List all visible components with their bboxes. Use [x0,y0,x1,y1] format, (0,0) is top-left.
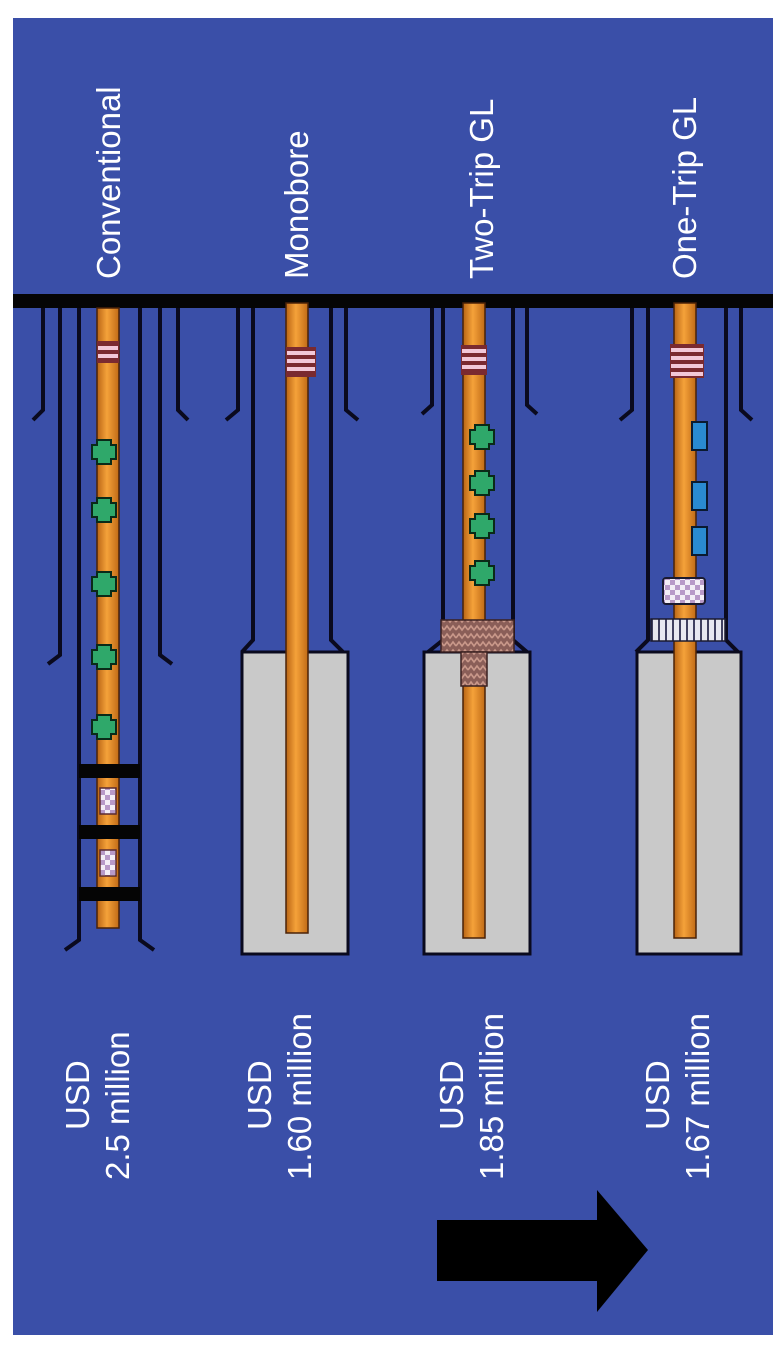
well-monobore [224,302,360,956]
packer-icon [79,764,140,778]
cost-label-two-trip-gl: USD 1.85 million [432,1013,512,1180]
well-one-trip-gl [618,302,754,956]
gauge-icon [691,481,708,511]
cost-value: 2.5 million [99,1031,136,1180]
packer-icon [662,577,706,605]
cost-value: 1.67 million [679,1013,716,1180]
cost-currency: USD [59,1060,96,1130]
cost-currency: USD [241,1060,278,1130]
tubing [285,302,309,934]
cost-label-conventional: USD 2.5 million [58,1031,138,1180]
packer-icon [79,825,140,839]
cost-label-one-trip-gl: USD 1.67 million [638,1013,718,1180]
gauge-icon [691,421,708,451]
cost-currency: USD [433,1060,470,1130]
liner-hanger-packer-icon [440,619,515,653]
packer-icon [79,887,140,901]
safety-valve-icon [670,344,704,378]
arrow-right-icon [437,1190,648,1312]
cost-label-monobore: USD 1.60 million [240,1013,320,1180]
well-two-trip-gl [420,302,539,956]
cost-value: 1.60 million [281,1013,318,1180]
well-conventional [31,307,190,952]
sliding-sleeve-icon [99,787,117,815]
safety-valve-icon [286,347,316,377]
safety-valve-icon [97,341,119,363]
wellhead-bar [13,294,773,308]
cost-value: 1.85 million [473,1013,510,1180]
packer-extension-icon [460,651,488,687]
sliding-sleeve-icon [99,849,117,877]
safety-valve-icon [461,345,487,375]
seal-assembly-icon [650,618,726,642]
cost-currency: USD [639,1060,676,1130]
gauge-icon [691,526,708,556]
